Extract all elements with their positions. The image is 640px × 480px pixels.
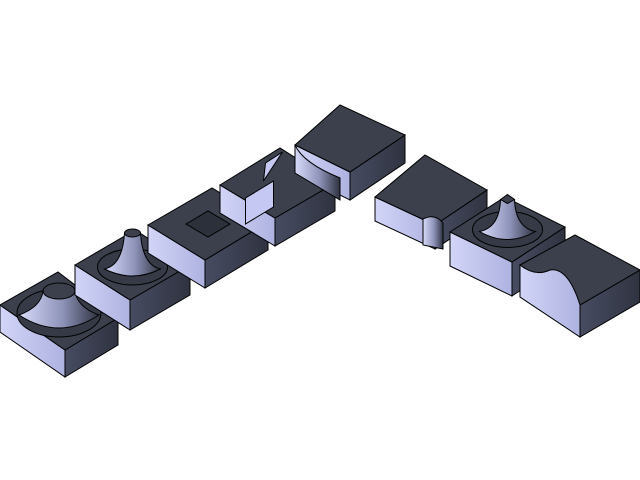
square-post xyxy=(478,199,537,240)
block-with-curved-face xyxy=(519,234,640,338)
curved-face xyxy=(519,263,581,338)
conical-boss xyxy=(17,290,101,329)
rounded-edge xyxy=(294,144,341,201)
pin xyxy=(103,232,162,277)
pin-top xyxy=(124,228,141,238)
boss-top xyxy=(42,282,76,300)
post-top xyxy=(499,193,516,205)
rounded-corner xyxy=(422,216,444,250)
top-face xyxy=(374,154,488,226)
block-with-rounded-top xyxy=(294,104,407,201)
block-with-rounded-edge xyxy=(374,154,488,250)
slot-wall xyxy=(245,180,274,225)
top-face xyxy=(294,104,407,173)
square-pocket xyxy=(185,210,231,238)
slot-inner-face xyxy=(263,151,283,182)
